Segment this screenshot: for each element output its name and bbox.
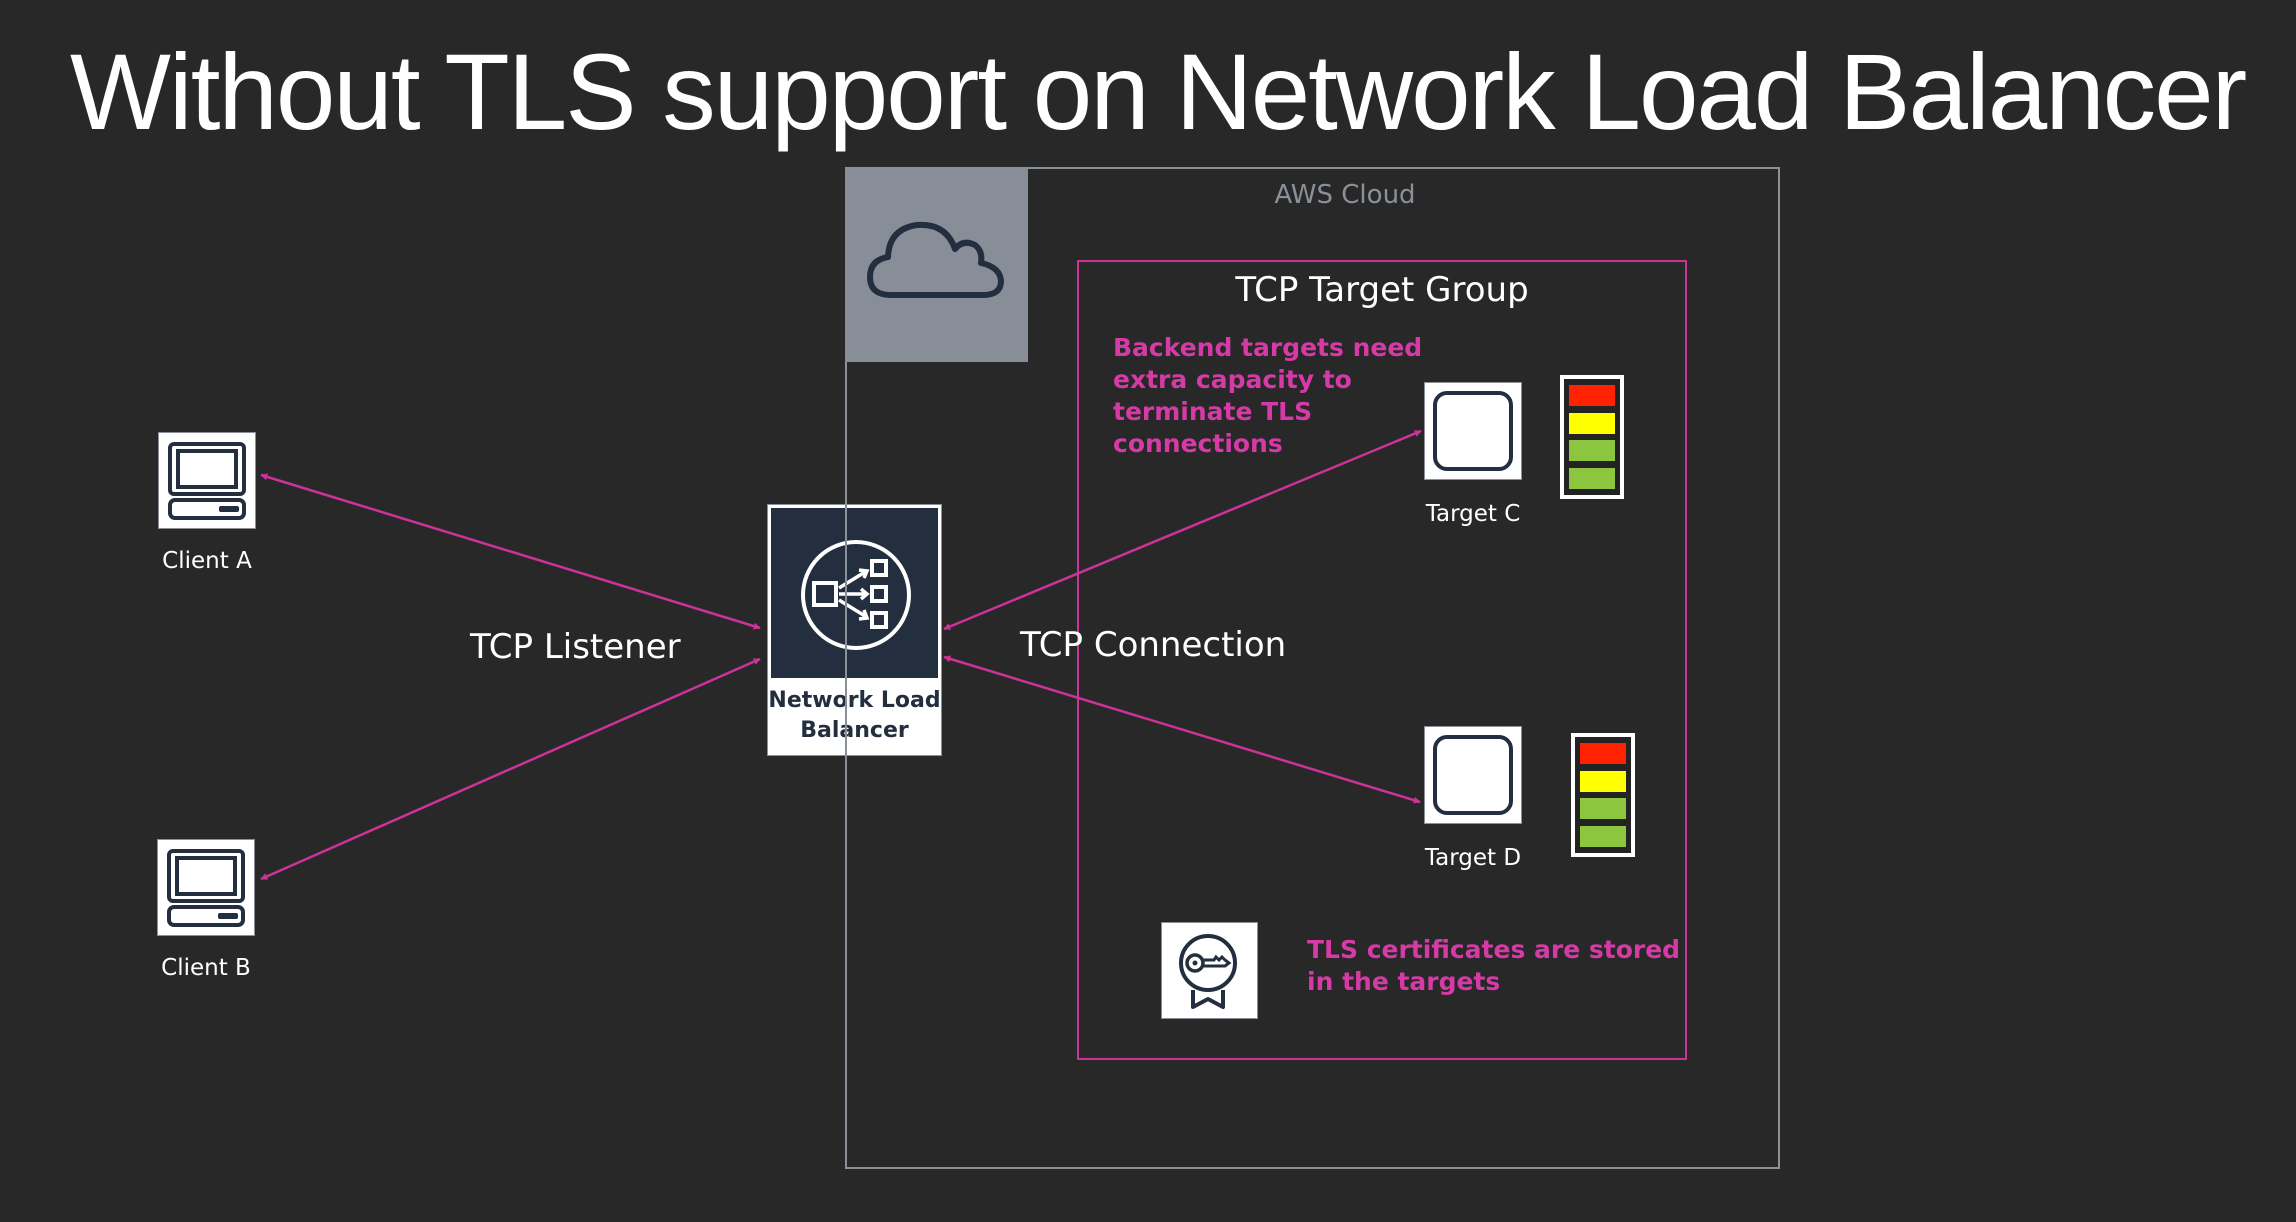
client-b-node[interactable] bbox=[157, 839, 255, 936]
tcp-connection-label: TCP Connection bbox=[1020, 625, 1287, 665]
desktop-client-icon bbox=[168, 442, 246, 520]
aws-cloud-label: AWS Cloud bbox=[1274, 180, 1416, 210]
client-b-label: Client B bbox=[161, 955, 251, 981]
nlb-label: Network Load Balancer bbox=[768, 688, 941, 743]
target-group-label: TCP Target Group bbox=[1235, 270, 1529, 310]
gauge-segment-red bbox=[1569, 385, 1615, 406]
instance-icon bbox=[1433, 391, 1513, 471]
target-c-node[interactable] bbox=[1424, 382, 1522, 480]
aws-cloud-badge bbox=[845, 167, 1028, 362]
certificate-storage-note: TLS certificates are stored in the targe… bbox=[1307, 935, 1681, 996]
backend-capacity-note: Backend targets need extra capacity to t… bbox=[1113, 333, 1423, 458]
gauge-segment-green bbox=[1569, 440, 1615, 462]
arrow-client-a-nlb bbox=[260, 473, 761, 630]
network-load-balancer-node[interactable]: Network Load Balancer bbox=[767, 504, 942, 756]
gauge-segment-red bbox=[1580, 743, 1626, 764]
gauge-segment-green bbox=[1580, 825, 1626, 847]
target-d-capacity-gauge bbox=[1571, 733, 1635, 857]
arrow-client-b-nlb bbox=[260, 657, 761, 881]
desktop-client-icon bbox=[167, 849, 245, 927]
target-d-label: Target D bbox=[1424, 845, 1522, 871]
client-a-label: Client A bbox=[162, 548, 252, 574]
gauge-segment-yellow bbox=[1569, 412, 1615, 434]
certificate-key-icon bbox=[1179, 934, 1237, 1009]
network-load-balancer-icon bbox=[801, 540, 911, 650]
instance-icon bbox=[1433, 735, 1513, 815]
slide-title: Without TLS support on Network Load Bala… bbox=[70, 31, 2247, 152]
nlb-icon-panel bbox=[771, 508, 938, 678]
client-a-node[interactable] bbox=[158, 432, 256, 529]
gauge-segment-green bbox=[1580, 798, 1626, 820]
certificate-node[interactable] bbox=[1161, 922, 1258, 1019]
target-d-node[interactable] bbox=[1424, 726, 1522, 824]
target-c-label: Target C bbox=[1425, 501, 1521, 527]
tcp-listener-label: TCP Listener bbox=[470, 627, 681, 667]
target-c-capacity-gauge bbox=[1560, 375, 1624, 499]
gauge-segment-yellow bbox=[1580, 770, 1626, 792]
gauge-segment-green bbox=[1569, 467, 1615, 489]
cloud-icon bbox=[867, 221, 1004, 298]
